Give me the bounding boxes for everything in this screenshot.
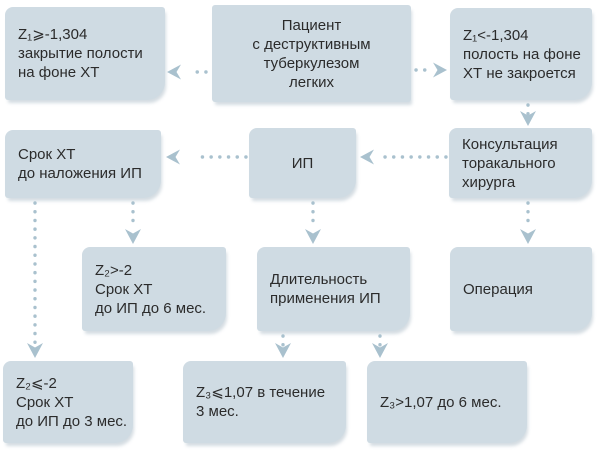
node-line: до ИП до 3 мес. — [16, 412, 128, 430]
node-consultation: Консультация торакального хирурга — [449, 128, 592, 198]
node-line: на фоне ХТ — [18, 64, 100, 81]
node-z3-gt: Z₃>1,07 до 6 мес. — [367, 361, 527, 443]
node-operation: Операция — [450, 247, 592, 331]
node-line: Срок ХТ — [16, 393, 74, 411]
arrow-down-icon — [125, 229, 141, 244]
node-line: Z₃>1,07 до 6 мес. — [380, 393, 502, 411]
node-line: торакального — [462, 154, 556, 172]
node-line: Z₂>-2 — [95, 261, 133, 279]
node-line: до ИП до 6 мес. — [95, 299, 207, 317]
node-line: ХТ не закроется — [463, 64, 576, 82]
node-z2-le: Z₂⩽-2 Срок ХТ до ИП до 3 мес. — [3, 361, 133, 443]
arrow-down-icon — [372, 343, 388, 358]
node-z3-le: Z₃⩽1,07 в течение 3 мес. — [183, 361, 346, 443]
node-line: до наложения ИП — [18, 165, 142, 182]
arrow-down-icon — [275, 343, 291, 358]
node-z1-closure: Z₁⩾-1,304 закрытие полости на фоне ХТ — [5, 7, 165, 100]
node-z1-no-closure: Z₁<-1,304 полость на фоне ХТ не закроетс… — [450, 8, 592, 100]
node-line: Операция — [463, 280, 533, 298]
node-line: Длительность — [270, 271, 368, 288]
arrow-down-icon — [305, 229, 321, 244]
arrow-left-icon — [167, 64, 181, 80]
node-ip: ИП — [249, 128, 356, 198]
arrow-right-icon — [433, 62, 447, 78]
arrow-down-icon — [520, 229, 536, 244]
arrow-left-icon — [166, 149, 180, 165]
node-line: ИП — [291, 154, 314, 172]
node-line: закрытие полости — [18, 45, 143, 62]
node-line: Z₂⩽-2 — [16, 374, 57, 392]
node-line: Z₃⩽1,07 в течение — [196, 384, 326, 401]
node-line: туберкулезом — [263, 54, 360, 72]
arrow-down-icon — [27, 343, 43, 358]
node-line: 3 мес. — [196, 403, 239, 420]
node-line: Z₁<-1,304 — [463, 26, 529, 44]
node-line: хирурга — [462, 173, 516, 191]
node-ht-before-ip: Срок ХТ до наложения ИП — [5, 130, 161, 198]
node-line: Срок ХТ — [18, 146, 76, 163]
node-ip-duration: Длительность применения ИП — [257, 247, 410, 331]
node-patient: Пациент с деструктивным туберкулезом лег… — [212, 5, 411, 102]
node-line: легких — [288, 73, 334, 91]
node-line: Консультация — [462, 135, 558, 153]
arrow-down-icon — [520, 111, 536, 126]
node-line: применения ИП — [270, 290, 381, 307]
arrow-left-icon — [360, 149, 374, 165]
node-z2-gt: Z₂>-2 Срок ХТ до ИП до 6 мес. — [82, 247, 226, 331]
node-line: Пациент — [281, 16, 342, 34]
node-line: полость на фоне — [463, 45, 581, 63]
node-line: Z₁⩾-1,304 — [18, 26, 88, 43]
node-line: Срок ХТ — [95, 280, 153, 298]
node-line: с деструктивным — [252, 35, 371, 53]
